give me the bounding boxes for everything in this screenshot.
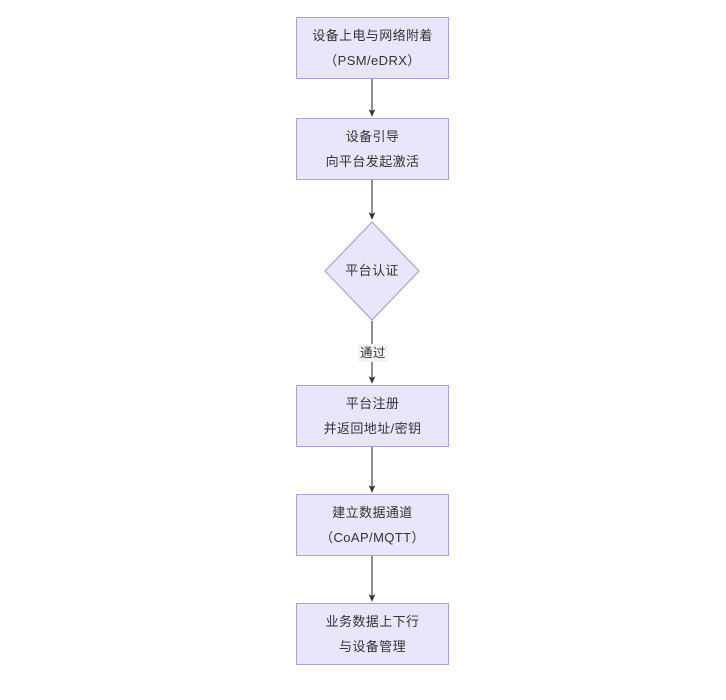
diamond-shape xyxy=(324,221,420,321)
node-device-bootstrap[interactable]: 设备引导 向平台发起激活 xyxy=(296,118,449,180)
node-platform-registration[interactable]: 平台注册 并返回地址/密钥 xyxy=(296,385,449,447)
node-label: 建立数据通道 （CoAP/MQTT） xyxy=(320,505,425,545)
node-label: 设备引导 向平台发起激活 xyxy=(325,129,420,169)
node-business-data-and-device-management[interactable]: 业务数据上下行 与设备管理 xyxy=(296,603,449,665)
node-platform-authentication[interactable]: 平台认证 xyxy=(324,221,420,321)
node-label: 设备上电与网络附着 （PSM/eDRX） xyxy=(312,28,433,68)
node-device-power-on[interactable]: 设备上电与网络附着 （PSM/eDRX） xyxy=(296,17,449,79)
node-label: 业务数据上下行 与设备管理 xyxy=(325,614,420,654)
node-label: 平台认证 xyxy=(345,263,399,278)
node-establish-data-channel[interactable]: 建立数据通道 （CoAP/MQTT） xyxy=(296,494,449,556)
node-label: 平台注册 并返回地址/密钥 xyxy=(323,396,422,436)
edge-label-pass: 通过 xyxy=(358,344,388,362)
